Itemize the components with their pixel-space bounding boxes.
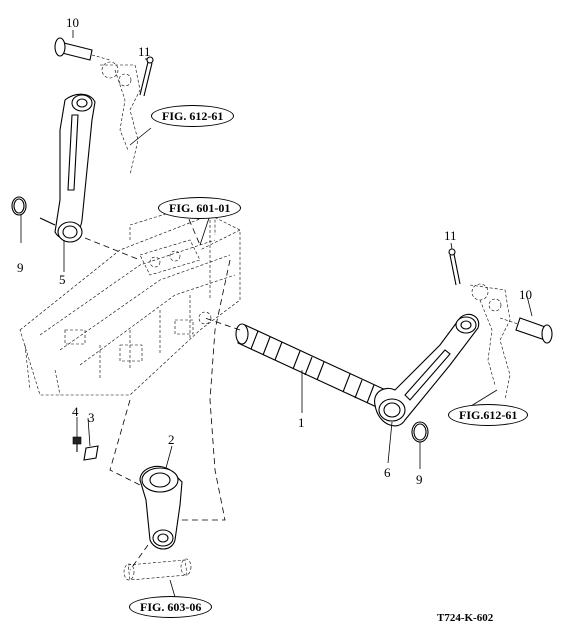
linkage-ghost-top-left <box>100 61 141 176</box>
fig-ref-603-06[interactable]: FIG. 603-06 <box>129 596 213 618</box>
callout-1: 1 <box>298 415 305 430</box>
callout-4: 4 <box>72 404 79 419</box>
callout-9-right: 9 <box>416 472 423 487</box>
lift-arm-left <box>39 93 96 243</box>
cotter-pin-top-left <box>139 56 154 97</box>
drawing-code: T724-K-602 <box>437 612 494 624</box>
callout-11-top-left: 11 <box>138 44 151 59</box>
callout-9-left: 9 <box>17 260 24 275</box>
lift-cylinder-arm <box>139 465 183 550</box>
pin-bottom <box>123 558 192 581</box>
callout-5: 5 <box>59 272 66 287</box>
snap-ring-left <box>11 196 27 216</box>
alignment-lines <box>84 209 241 571</box>
lock-washer <box>83 445 99 461</box>
cross-shaft <box>235 323 394 412</box>
callout-11-right: 11 <box>444 228 457 243</box>
snap-ring-right <box>411 421 429 443</box>
bolt <box>72 436 82 452</box>
callout-10-top-left: 10 <box>66 15 79 30</box>
cotter-pin-right <box>448 248 461 286</box>
callout-6: 6 <box>384 465 391 480</box>
callout-10-right: 10 <box>519 287 532 302</box>
lift-housing-ghost <box>19 204 241 396</box>
fig-ref-612-61-top[interactable]: FIG. 612-61 <box>151 105 235 127</box>
leader-lines <box>20 30 533 598</box>
fig-ref-612-61-right[interactable]: FIG.612-61 <box>448 404 529 426</box>
linkage-ghost-right <box>469 283 511 401</box>
pin-right <box>499 317 553 344</box>
pin-top-left <box>54 37 111 61</box>
fig-ref-601-01[interactable]: FIG. 601-01 <box>158 197 242 219</box>
callout-3: 3 <box>88 410 95 425</box>
callout-2: 2 <box>168 432 175 447</box>
